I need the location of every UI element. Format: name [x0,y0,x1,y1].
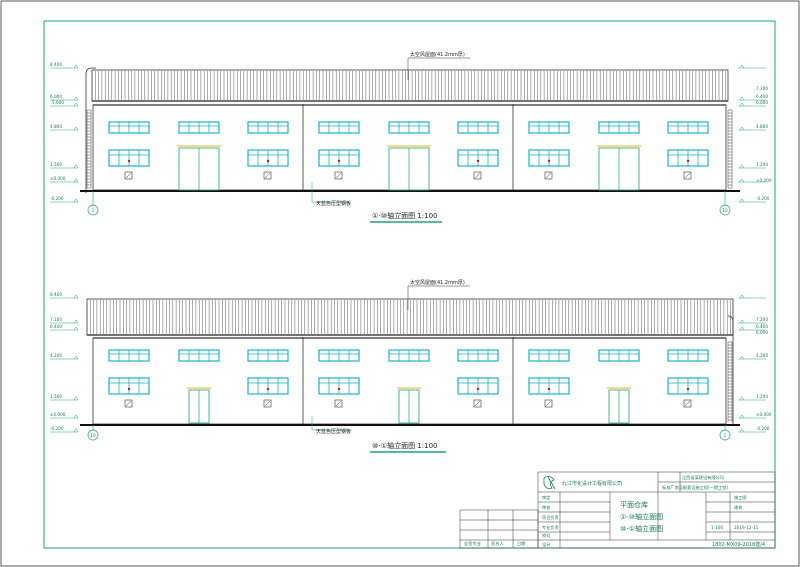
levels-left: 8.400 6.000 5.600 4.800 1.500 ±0.000 -0.… [50,62,66,201]
project-owner: 江西省某建设有限公司 [682,474,724,481]
svg-text:6.000: 6.000 [50,94,62,99]
svg-text:1.500: 1.500 [50,394,62,399]
marker-dot [476,159,480,163]
svg-text:±0.000: ±0.000 [50,412,66,417]
svg-text:-0.200: -0.200 [756,426,770,431]
axis-bubble-left [87,204,99,216]
svg-text:-0.200: -0.200 [50,196,64,201]
marker-dot [266,159,270,163]
levels-left: 8.400 7.100 6.400 4.200 1.500 ±0.000 -0.… [50,292,66,431]
marker-dot [686,387,690,391]
svg-text:-0.200: -0.200 [50,426,64,431]
scale-value: 1:100 [711,525,723,530]
svg-text:6.000: 6.000 [756,330,768,335]
svg-text:6.400: 6.400 [756,324,768,329]
elevation-title: ①-⑩轴立面图 1:100 [372,211,437,220]
svg-text:1.500: 1.500 [50,162,62,167]
discipline-value: 建筑 [734,504,743,511]
levels-right: 7.200 6.400 6.000 4.200 1.200 ±0.000 -0.… [756,317,772,431]
levels-right: 7.200 6.400 6.000 4.800 1.200 ±0.000 -0.… [756,86,772,201]
svg-text:7.200: 7.200 [756,86,768,91]
svg-text:8.400: 8.400 [50,292,62,297]
roof-panel [91,69,729,102]
drawing-title-2: ①-⑩轴立面图 [620,512,663,521]
svg-text:4.200: 4.200 [50,353,62,358]
sign-col-3: 日期 [517,541,525,547]
svg-text:4.200: 4.200 [756,353,768,358]
company-logo [543,476,556,490]
project-name: 标准厂房及配套设施工程(一期工程) [662,484,728,491]
sheet-inner-border [43,20,776,549]
row-label-6: 设计 [542,541,550,548]
marker-dot [266,387,270,391]
company-name: 九江市化设计工程有限公司 [562,480,622,487]
marker-dot [686,159,690,163]
svg-text:±0.000: ±0.000 [756,412,772,417]
drawing-title-3: ⑩-①轴立面图 [620,524,663,533]
axis-label-left: 1 [92,208,95,213]
row-label-2: 审核 [542,504,551,511]
svg-text:7.200: 7.200 [756,317,768,322]
axis-label-right: 10 [722,208,728,213]
svg-text:8.400: 8.400 [50,62,62,67]
svg-text:7.100: 7.100 [50,317,62,322]
row-label-3: 项目负责 [542,514,559,521]
axis-bubble-right [719,429,731,441]
roof-note: 太空风屋面(41.2mm厚) [410,279,465,286]
marker-dot [337,159,341,163]
elevation-title: ⑩-①轴立面图 1:100 [372,441,437,450]
roof-note: 太空风屋面(41.2mm厚) [410,51,465,58]
marker-dot [476,387,480,391]
elevation-top: 1 10 太空风屋面(41.2mm厚) 天蓝色压型钢板 ①-⑩轴立面图 1:10… [50,51,772,223]
marker-dot [337,387,341,391]
axis-bubble-right [719,204,731,216]
svg-text:4.800: 4.800 [50,124,62,129]
svg-text:5.600: 5.600 [52,100,64,105]
wall-note: 天蓝色压型钢板 [316,428,351,435]
row-label-4: 专业负责 [542,524,559,531]
sign-col-2: 签名人 [491,540,504,547]
stage-value: 施工图 [734,494,747,501]
svg-text:6.400: 6.400 [756,94,768,99]
axis-label-right: 1 [724,433,727,438]
row-label-5: 校对 [542,532,550,539]
axis-bubble-left [87,429,99,441]
svg-text:6.000: 6.000 [756,100,768,105]
date-value: 2019-12-11 [734,525,759,530]
marker-dot [127,387,131,391]
svg-text:-0.200: -0.200 [756,196,770,201]
wall-note: 天蓝色压型钢板 [316,200,351,207]
sign-col-1: 会签专业 [464,540,481,547]
roof-panel [86,298,734,336]
drawing-title-1: 平面仓库 [620,500,648,509]
svg-text:1.200: 1.200 [756,162,768,167]
marker-dot [547,387,551,391]
marker-dot [127,159,131,163]
svg-text:1.200: 1.200 [756,394,768,399]
row-label-1: 审定 [542,494,550,501]
svg-text:±0.000: ±0.000 [756,178,772,183]
elevation-bottom: 10 1 太空风屋面(41.2mm厚) 天蓝色压型钢板 ⑩-①轴立面图 1:10… [50,279,772,453]
svg-text:6.400: 6.400 [50,324,62,329]
drawing-number: 1802-MX09-2018建/4 [712,541,765,548]
title-block [459,471,776,549]
svg-text:±0.000: ±0.000 [50,176,66,181]
axis-label-left: 10 [90,433,96,438]
svg-text:4.800: 4.800 [756,124,768,129]
marker-dot [547,159,551,163]
